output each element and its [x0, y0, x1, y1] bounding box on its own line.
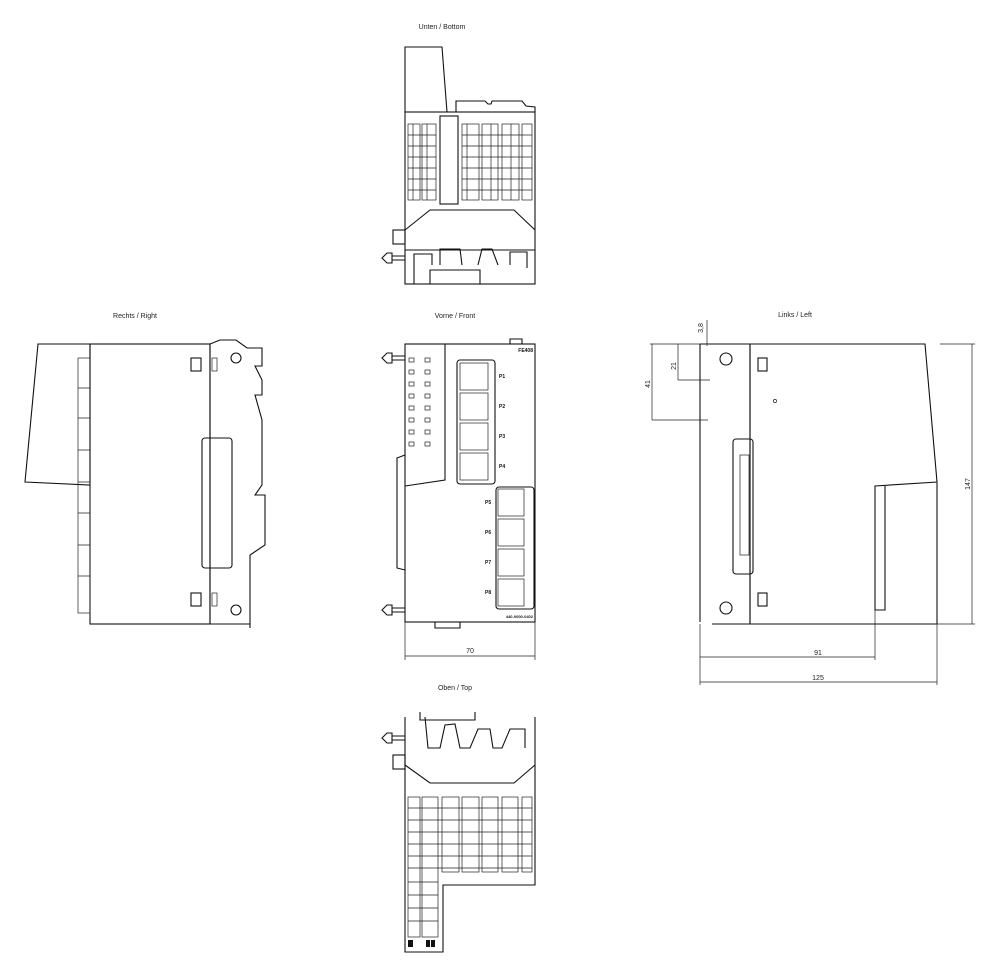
port-label: P5 [485, 500, 491, 506]
model-label: FE408 [518, 348, 533, 354]
front-view-label: Vorne / Front [435, 313, 476, 320]
dim-125: 125 [812, 675, 824, 682]
port-label: P3 [499, 434, 505, 440]
port-label: P1 [499, 374, 505, 380]
bottom-view: Unten / Bottom [381, 24, 536, 285]
dim-21: 21 [671, 362, 678, 370]
port-label: P7 [485, 560, 491, 566]
bottom-view-label: Unten / Bottom [419, 24, 466, 31]
port-label: P4 [499, 464, 505, 470]
top-view: Oben / Top [381, 685, 536, 953]
top-view-label: Oben / Top [438, 685, 472, 692]
dim-147: 147 [965, 478, 972, 490]
left-view-label: Links / Left [778, 312, 812, 319]
part-number: 440-0000-0402 [506, 614, 534, 619]
left-view: Links / Left 3,8 21 41 147 91 125 [645, 312, 975, 685]
dim-91: 91 [814, 650, 822, 657]
port-label: P6 [485, 530, 491, 536]
front-view: Vorne / Front FE408 P1 P2 P3 P4 [381, 313, 536, 660]
port-label: P8 [485, 590, 491, 596]
dim-width: 70 [466, 648, 474, 655]
right-view-label: Rechts / Right [113, 313, 157, 320]
dim-3-8: 3,8 [698, 323, 705, 333]
port-label: P2 [499, 404, 505, 410]
right-view: Rechts / Right [24, 313, 266, 628]
dim-41: 41 [645, 380, 652, 388]
